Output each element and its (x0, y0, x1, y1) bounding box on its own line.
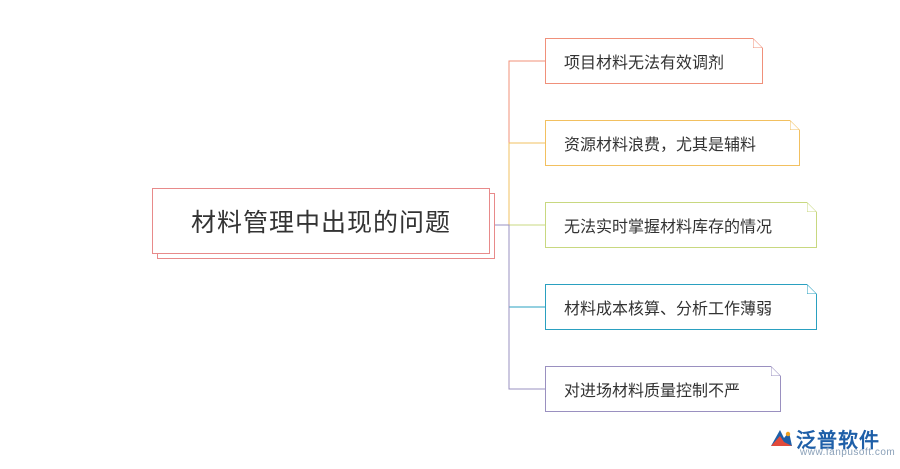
brand-logo-icon (771, 429, 792, 446)
branch-node-1[interactable]: 项目材料无法有效调剂 (545, 38, 763, 84)
connector-branch-5 (490, 224, 545, 390)
branch-label-3: 无法实时掌握材料库存的情况 (564, 219, 773, 236)
corner-fold-icon (753, 38, 763, 48)
corner-fold-icon (771, 366, 781, 376)
branch-node-2[interactable]: 资源材料浪费，尤其是辅料 (545, 120, 800, 166)
branch-label-1: 项目材料无法有效调剂 (564, 55, 725, 72)
watermark-brand: 泛普软件 (796, 430, 880, 452)
connector-branch-4 (490, 224, 545, 308)
corner-fold-icon (807, 284, 817, 294)
branch-node-5[interactable]: 对进场材料质量控制不严 (545, 366, 781, 412)
watermark-url: www.fanpusoft.com (800, 447, 896, 458)
branch-label-4: 材料成本核算、分析工作薄弱 (564, 301, 773, 318)
branch-label-2: 资源材料浪费，尤其是辅料 (564, 137, 757, 154)
branch-node-4[interactable]: 材料成本核算、分析工作薄弱 (545, 284, 817, 330)
branch-node-3[interactable]: 无法实时掌握材料库存的情况 (545, 202, 817, 248)
corner-fold-icon (790, 120, 800, 130)
corner-fold-icon (807, 202, 817, 212)
connector-branch-2 (490, 142, 545, 226)
watermark-logo: 泛普软件 (768, 424, 880, 453)
branch-label-5: 对进场材料质量控制不严 (564, 383, 741, 400)
root-topic[interactable]: 材料管理中出现的问题 (152, 188, 490, 254)
